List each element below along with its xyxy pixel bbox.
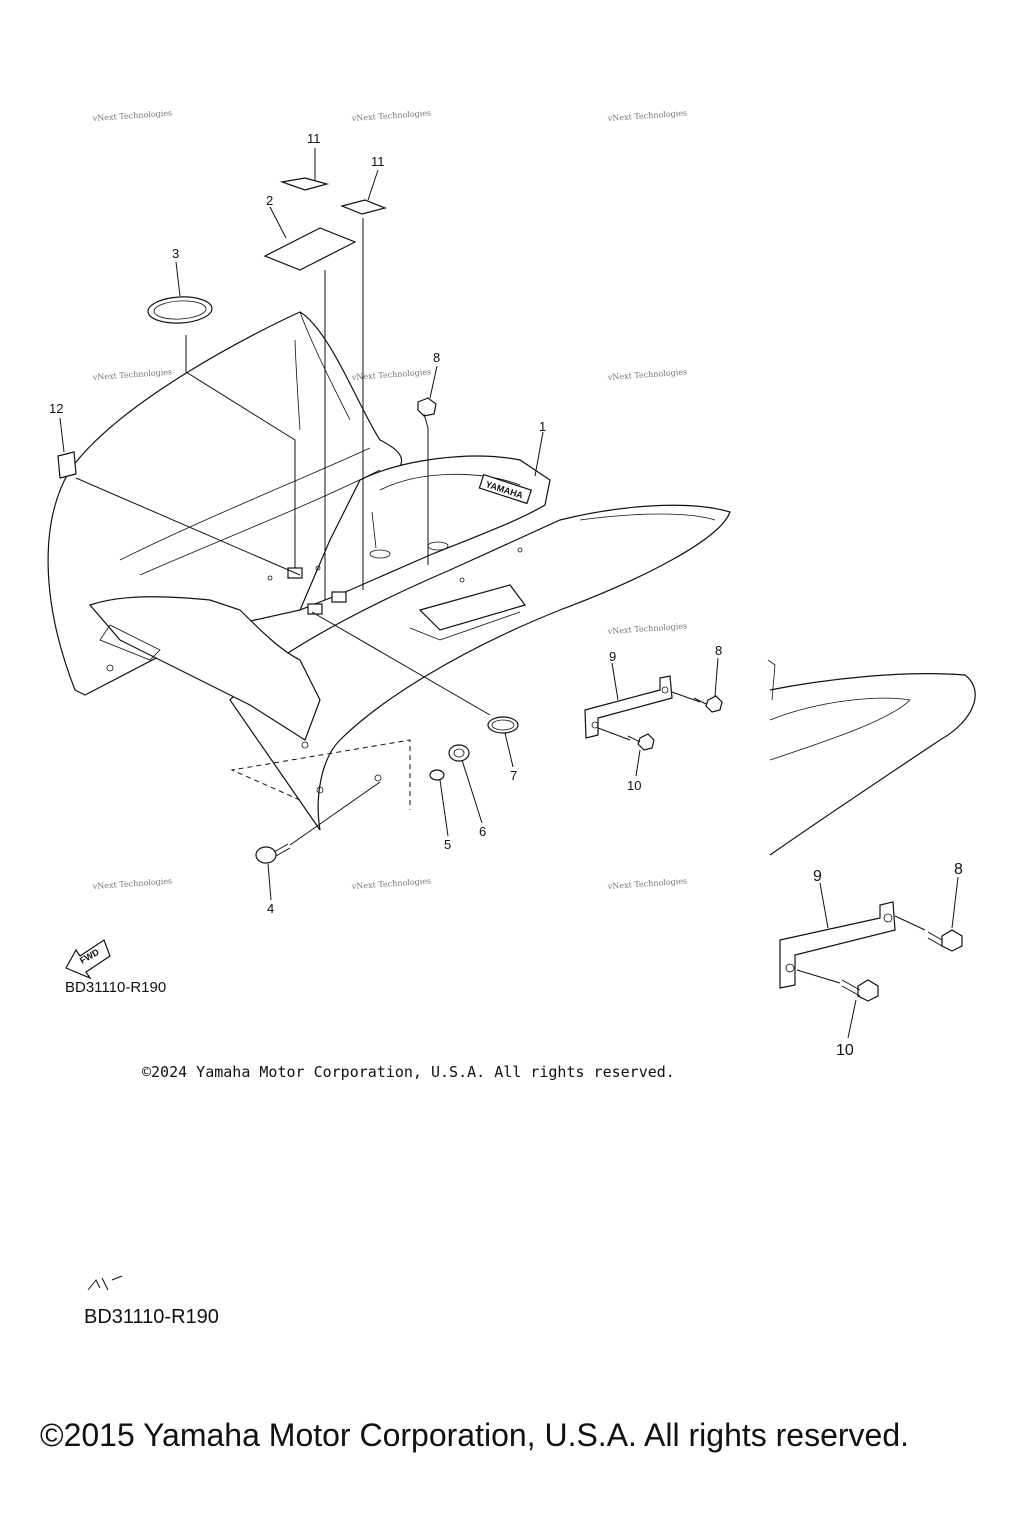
callout-9-big: 9: [813, 868, 822, 885]
copyright-notice: ©2024 Yamaha Motor Corporation, U.S.A. A…: [142, 1063, 675, 1081]
part-12-pad: [57, 451, 77, 479]
part-11a: [279, 177, 330, 191]
part-9-bracket-big: [779, 901, 896, 989]
part-4-screw: [255, 843, 291, 864]
callout-5: 5: [444, 837, 451, 852]
watermark: vNext Technologies: [351, 108, 432, 123]
watermark: vNext Technologies: [607, 876, 688, 891]
callout-7: 7: [510, 768, 517, 783]
part-6-grommet: [448, 744, 470, 762]
part-7-ring: [487, 716, 519, 734]
reference-code-large: BD31110-R190: [84, 1306, 219, 1328]
watermark: vNext Technologies: [92, 367, 173, 382]
watermark: vNext Technologies: [607, 621, 688, 636]
part-11b: [340, 199, 387, 215]
callout-11b: 11: [371, 154, 385, 169]
callout-11a: 11: [307, 131, 321, 146]
callout-3: 3: [172, 246, 179, 261]
part-10-bolt-big: [841, 979, 879, 1002]
callout-12: 12: [49, 401, 63, 416]
callout-10-big: 10: [836, 1042, 854, 1059]
fwd-arrow-partial-icon: [87, 1275, 123, 1291]
copyright-notice-large: ©2015 Yamaha Motor Corporation, U.S.A. A…: [40, 1417, 910, 1453]
fwd-arrow-icon: FWD: [65, 939, 111, 980]
part-9-bracket: [584, 675, 673, 739]
part-2-sheet: [263, 227, 357, 271]
reference-code: BD31110-R190: [65, 979, 167, 996]
watermark: vNext Technologies: [92, 876, 173, 891]
callout-8-mid: 8: [715, 643, 722, 658]
part-5-washer: [429, 769, 445, 781]
part-8-bolt-top: [417, 397, 437, 429]
part-3-ring: [147, 296, 213, 324]
cover-body: YAMAHA: [47, 311, 731, 831]
callout-4: 4: [267, 901, 274, 916]
part-8-bolt-big: [927, 929, 963, 952]
leader-lines: [59, 148, 959, 1039]
part-10-bolt-mid: [627, 733, 655, 751]
hull-detail: [767, 659, 976, 856]
callout-10-mid: 10: [627, 778, 641, 793]
watermark: vNext Technologies: [607, 108, 688, 123]
callouts: 11 11 2 3 8 12 1 9 8 7 10 6 5 4 9 8 10: [49, 131, 963, 1059]
watermark: vNext Technologies: [351, 876, 432, 891]
callout-1: 1: [539, 419, 546, 434]
callout-6: 6: [479, 824, 486, 839]
watermark: vNext Technologies: [92, 108, 173, 123]
callout-8-big: 8: [954, 861, 963, 878]
watermark: vNext Technologies: [607, 367, 688, 382]
callout-9-mid: 9: [609, 649, 616, 664]
callout-8-top: 8: [433, 350, 440, 365]
callout-2: 2: [266, 193, 273, 208]
part-8-bolt-mid: [693, 695, 723, 713]
